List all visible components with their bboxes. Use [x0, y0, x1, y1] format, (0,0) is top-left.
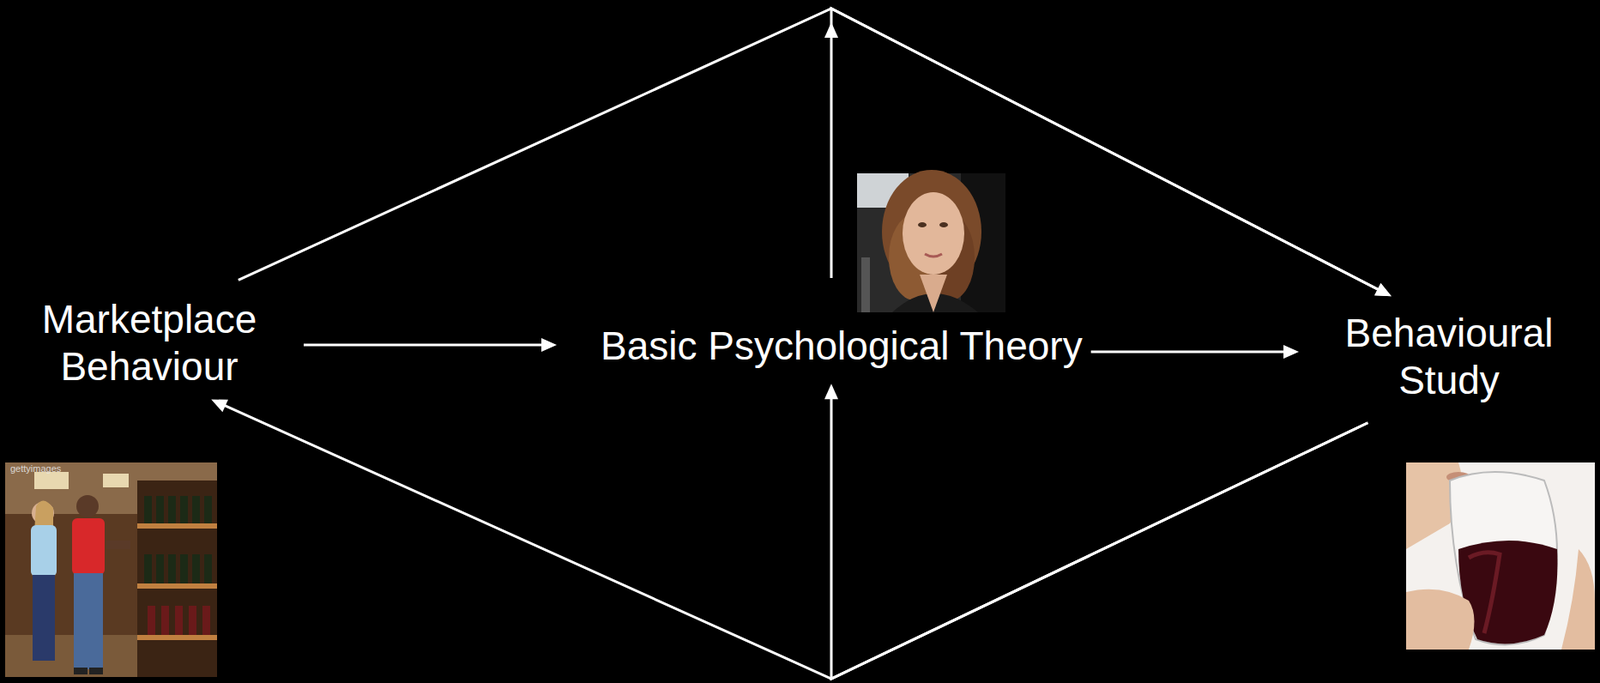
illustration-part — [857, 173, 1006, 313]
arrow-head — [824, 383, 839, 399]
illustration-part — [34, 471, 69, 490]
illustration-part — [102, 473, 129, 488]
illustration-part — [144, 495, 152, 524]
node-text: Behavioural Study — [1336, 309, 1562, 405]
connector-line — [218, 403, 1368, 679]
connector-line — [831, 8, 1384, 293]
connector-arrow — [303, 338, 557, 352]
arrow-head — [1283, 344, 1299, 359]
arrow-head — [1374, 283, 1392, 296]
illustration-part — [861, 257, 870, 313]
connector-arrow — [1091, 344, 1299, 359]
illustration-part — [72, 518, 105, 575]
illustration-part — [175, 605, 183, 635]
illustration-part — [144, 495, 212, 584]
behaviour-node: Marketplace Behaviour — [33, 294, 266, 393]
node-text: Marketplace Behaviour — [36, 295, 262, 391]
illustration-part — [137, 480, 218, 677]
illustration-part — [1406, 462, 1595, 650]
illustration-part — [156, 495, 164, 524]
illustration-part — [180, 554, 188, 584]
illustration-part — [147, 605, 211, 635]
illustration-part — [168, 495, 176, 524]
arrow-head — [211, 399, 229, 413]
connector-arrow — [824, 8, 1392, 296]
connector-arrow — [824, 383, 1368, 679]
illustration-part — [161, 605, 170, 635]
illustration-part — [137, 523, 218, 529]
illustration-part — [180, 495, 188, 524]
illustration-part — [917, 222, 927, 228]
illustration-part — [137, 583, 218, 589]
illustration-part — [32, 574, 55, 661]
illustration-part — [939, 222, 948, 228]
illustration-part — [89, 667, 103, 675]
wine-glass-photo — [1406, 462, 1595, 650]
theory-node: Basic Psychological Theory — [597, 320, 1087, 372]
arrow-head — [541, 338, 557, 352]
illustration-part — [204, 554, 212, 584]
illustration-part — [924, 253, 942, 257]
illustration-part — [1561, 549, 1595, 650]
illustration-part — [76, 495, 99, 518]
connector-line — [238, 8, 1384, 293]
illustration-part — [147, 605, 156, 635]
illustration-part — [192, 495, 200, 524]
study-node: Behavioural Study — [1333, 307, 1565, 406]
illustration-part — [73, 573, 103, 670]
illustration-part — [902, 192, 965, 275]
connector-line — [831, 392, 1368, 679]
illustration-part — [188, 605, 197, 635]
connector-line — [303, 343, 549, 346]
illustration-part — [168, 554, 176, 584]
illustration-part — [30, 525, 57, 577]
connector-arrow — [211, 399, 1368, 679]
illustration-part — [919, 274, 948, 313]
illustration-part — [1406, 589, 1475, 650]
illustration-part — [5, 462, 218, 677]
illustration-part — [202, 605, 211, 635]
illustration-part — [5, 634, 138, 677]
arrow-head — [824, 22, 839, 38]
illustration-part — [204, 495, 212, 524]
illustration-part — [73, 667, 88, 675]
connector-line — [1091, 350, 1291, 353]
illustration-part — [144, 554, 152, 584]
illustration-part — [106, 540, 131, 550]
node-text: Basic Psychological Theory — [600, 322, 1083, 370]
wine-shop-photo — [5, 462, 218, 677]
illustration-part — [137, 634, 218, 640]
watermark-text: gettyimages — [10, 464, 61, 474]
connector-arrow — [238, 8, 1392, 296]
illustration-part — [156, 554, 164, 584]
portrait-photo — [857, 169, 1006, 313]
illustration-part — [192, 554, 200, 584]
